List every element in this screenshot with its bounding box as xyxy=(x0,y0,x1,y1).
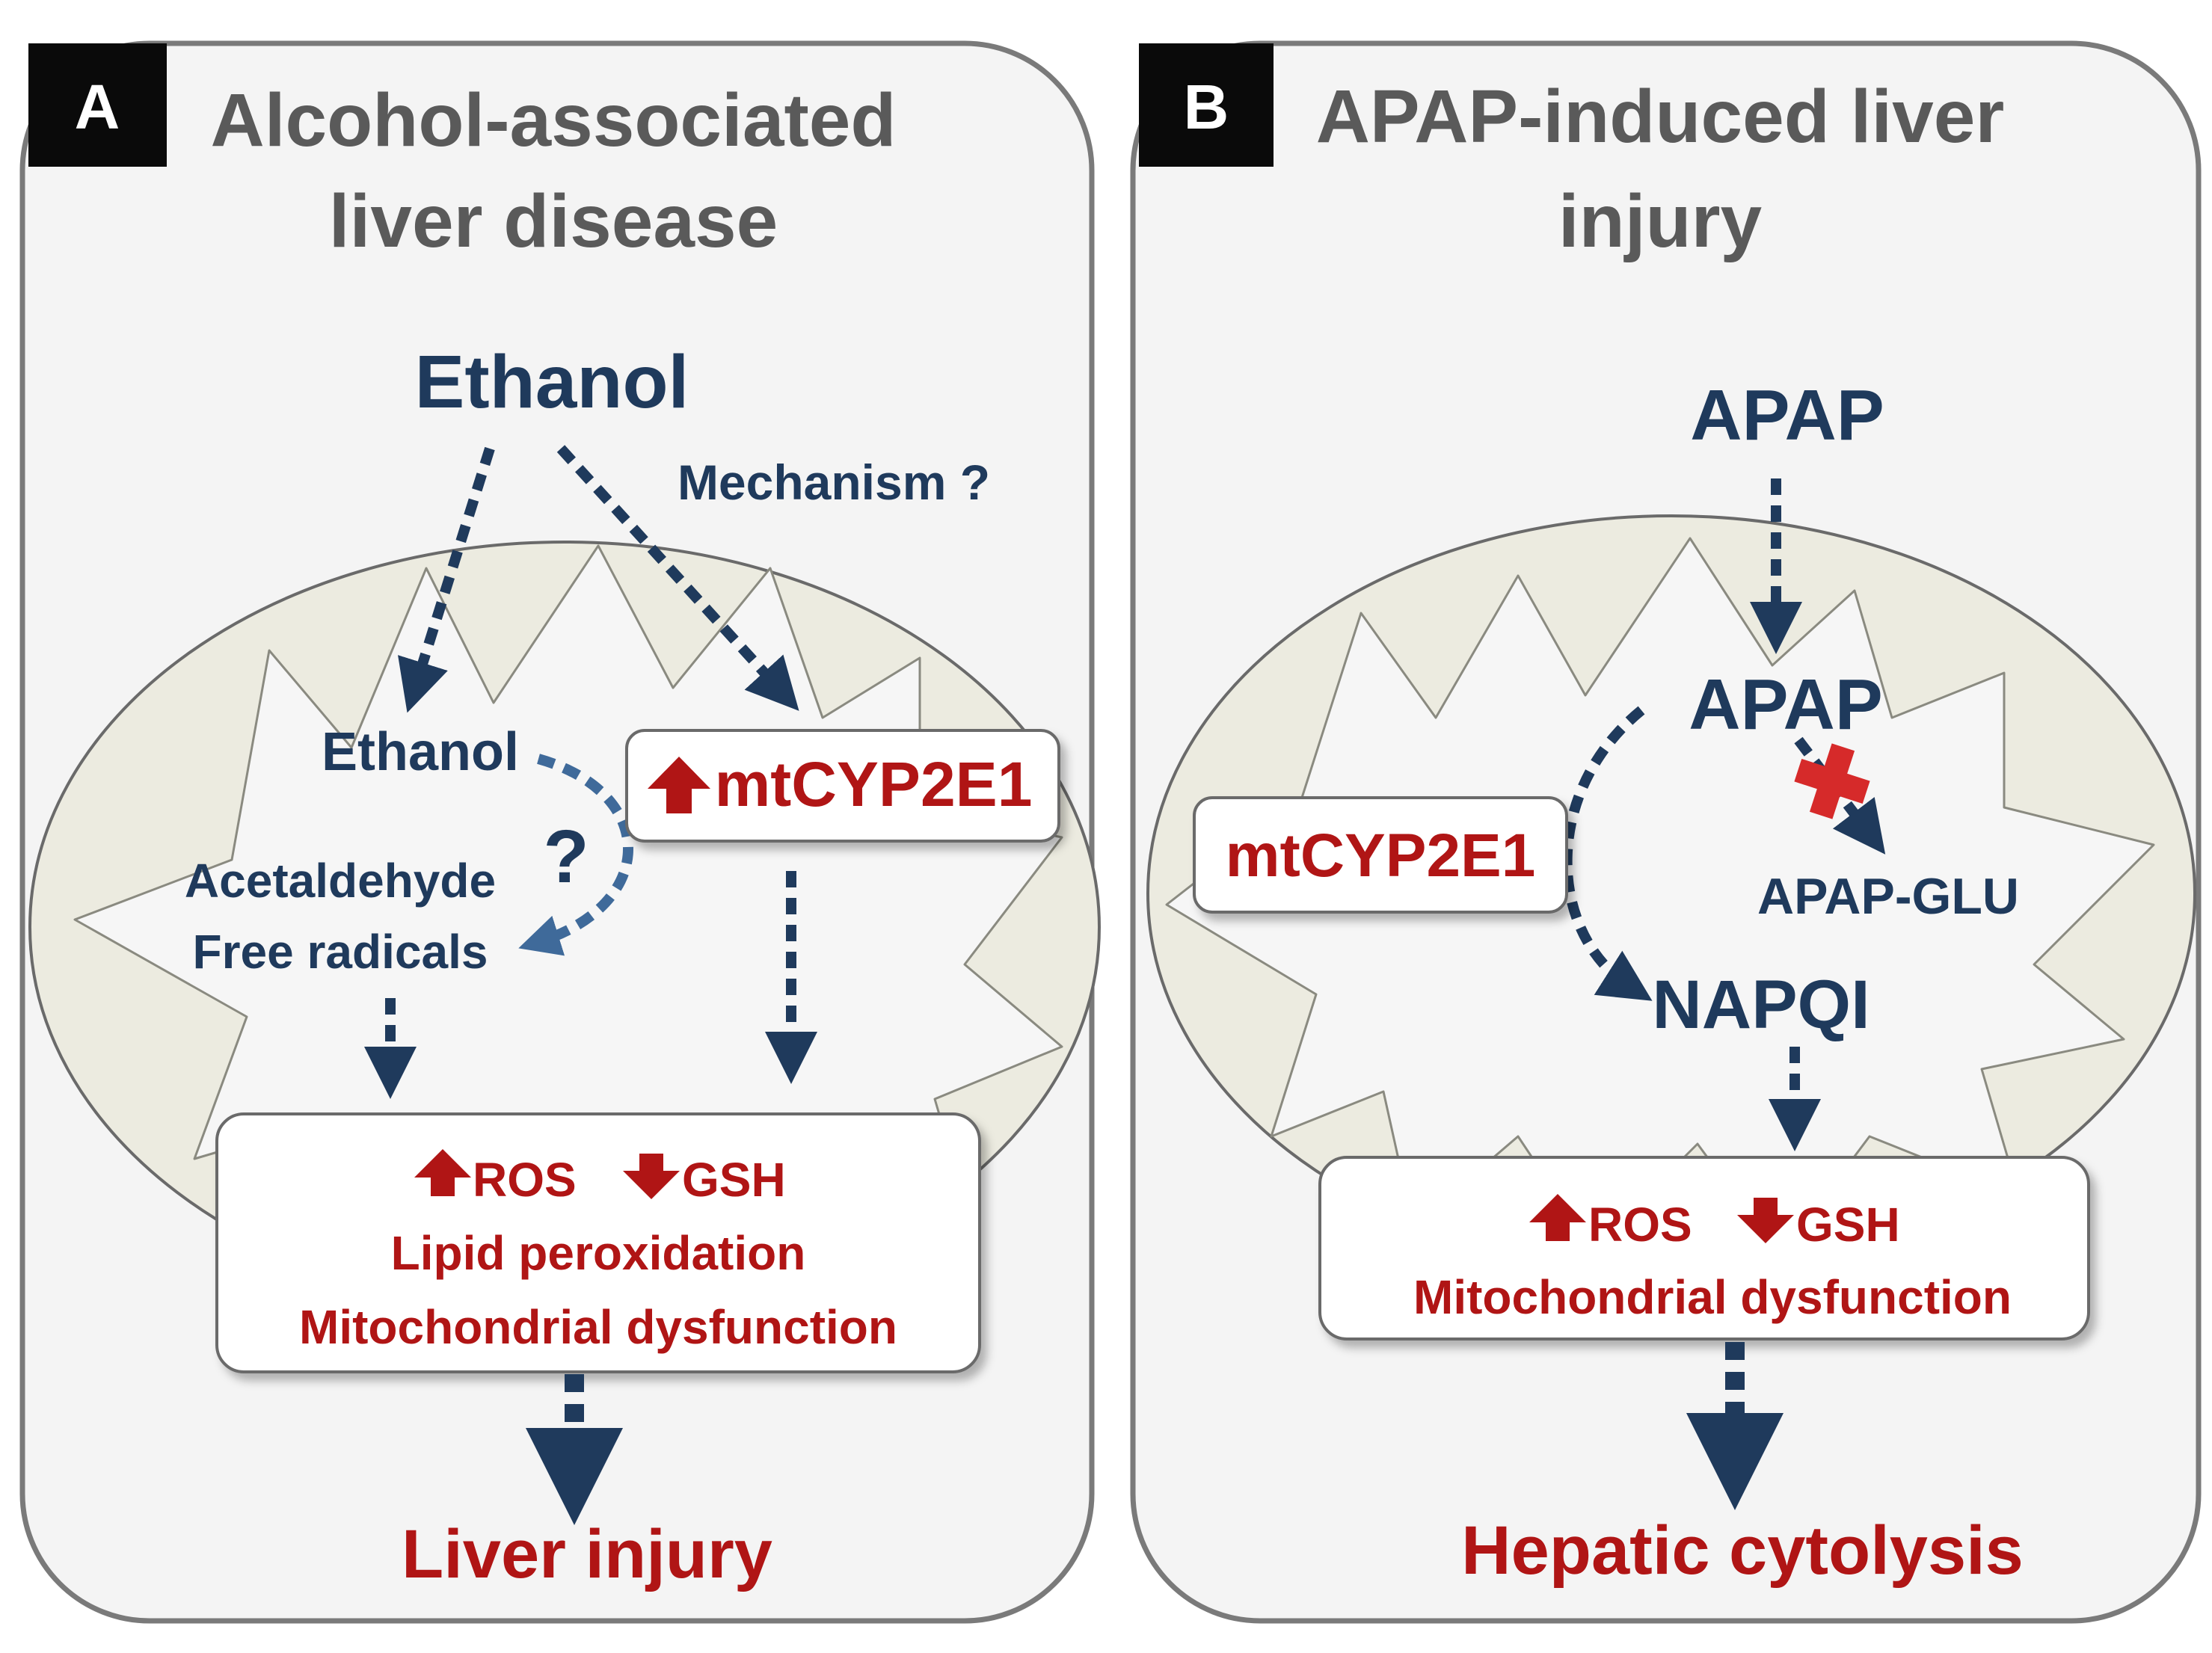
ros-label-a: ROS xyxy=(473,1153,577,1207)
apap-inner-label: APAP xyxy=(1689,665,1883,745)
apap-top-label: APAP xyxy=(1690,375,1884,455)
panel-b: B APAP-induced liver injury APAP APAP AP… xyxy=(1130,40,2202,1624)
mechanism-label: Mechanism ? xyxy=(678,455,990,510)
mitochondrion-cristae-b xyxy=(1165,537,2155,1258)
mito-dysfunction-label-b: Mitochondrial dysfunction xyxy=(1413,1270,2012,1324)
effects-box-b xyxy=(1318,1156,2090,1340)
ethanol-inner-label: Ethanol xyxy=(322,722,519,782)
panel-b-title-line1: APAP-induced liver xyxy=(1316,75,2005,158)
panel-a-title-line1: Alcohol-associated xyxy=(211,79,897,162)
arrow-ethanol-to-mtcyp xyxy=(556,445,799,711)
panel-a: A Alcohol-associated liver disease Ethan… xyxy=(19,40,1101,1624)
mito-dysfunction-label-a: Mitochondrial dysfunction xyxy=(299,1300,897,1354)
acetaldehyde-label: Acetaldehyde xyxy=(185,854,496,908)
up-arrow-icon xyxy=(648,757,710,813)
mtcyp2e1-label-a: mtCYP2E1 xyxy=(715,749,1033,819)
panel-b-badge xyxy=(1139,43,1274,167)
panel-b-letter: B xyxy=(1184,72,1229,142)
mtcyp2e1-box-b xyxy=(1193,796,1568,914)
lipid-peroxidation-label: Lipid peroxidation xyxy=(391,1226,806,1280)
arrow-ethanol-to-inner xyxy=(398,446,495,713)
ethanol-top-label: Ethanol xyxy=(415,340,689,424)
panel-a-letter: A xyxy=(75,72,120,142)
arrow-ethanol-conversion xyxy=(518,754,633,956)
mtcyp2e1-label-b: mtCYP2E1 xyxy=(1226,822,1536,890)
ros-up-arrow-icon-b xyxy=(1529,1194,1586,1241)
napqi-label: NAPQI xyxy=(1652,967,1870,1043)
apap-glu-label: APAP-GLU xyxy=(1757,868,2019,925)
effects-box-a xyxy=(215,1112,981,1373)
gsh-down-arrow-icon xyxy=(623,1154,680,1199)
hepatic-cytolysis-label: Hepatic cytolysis xyxy=(1461,1512,2024,1589)
blocked-cross-icon xyxy=(1794,743,1870,819)
gsh-down-arrow-icon-b xyxy=(1737,1198,1794,1243)
panel-a-title-line2: liver disease xyxy=(329,179,778,263)
panel-b-title-line2: injury xyxy=(1558,179,1763,263)
ros-up-arrow-icon xyxy=(414,1149,471,1196)
mtcyp2e1-box-a xyxy=(625,729,1060,843)
free-radicals-label: Free radicals xyxy=(193,925,488,979)
ros-label-b: ROS xyxy=(1588,1198,1692,1252)
question-mark: ? xyxy=(543,815,589,899)
gsh-label-a: GSH xyxy=(682,1153,786,1207)
panel-a-badge xyxy=(28,43,167,167)
liver-injury-label: Liver injury xyxy=(402,1516,772,1592)
gsh-label-b: GSH xyxy=(1796,1198,1900,1252)
